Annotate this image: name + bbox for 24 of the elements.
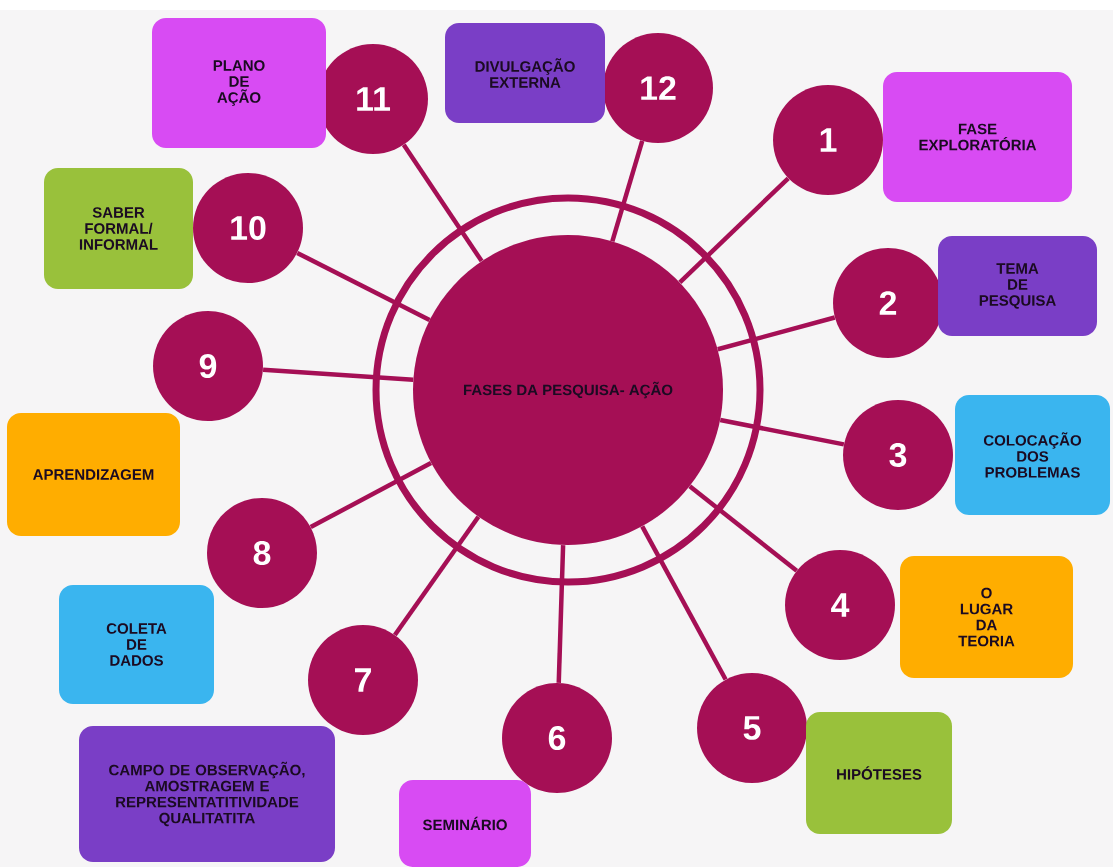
connector-line xyxy=(309,461,433,530)
connector-line xyxy=(401,143,484,263)
phase-box: FASE EXPLORATÓRIA xyxy=(883,72,1072,202)
phase-box: HIPÓTESES xyxy=(806,712,952,834)
phase-box: CAMPO DE OBSERVAÇÃO, AMOSTRAGEM E REPRESENTATITIVIDADE QUALITATITA xyxy=(79,726,335,862)
phase-box: TEMA DE PESQUISA xyxy=(938,236,1097,336)
connector-line xyxy=(262,367,414,382)
phase-box: DIVULGAÇÃO EXTERNA xyxy=(445,23,605,123)
connector-line xyxy=(688,484,799,573)
phase-box: O LUGAR DA TEORIA xyxy=(900,556,1073,678)
phase-box: COLOCAÇÃO DOS PROBLEMAS xyxy=(955,395,1110,515)
connector-line xyxy=(610,140,645,242)
connector-line xyxy=(678,176,790,285)
connector-line xyxy=(717,315,836,352)
connector-line xyxy=(393,515,481,637)
connector-line xyxy=(556,545,566,683)
connector-line xyxy=(640,525,728,681)
phase-box: SEMINÁRIO xyxy=(399,780,531,867)
phase-box: APRENDIZAGEM xyxy=(7,413,180,536)
phase-box: COLETA DE DADOS xyxy=(59,585,214,704)
connector-line xyxy=(719,417,845,447)
connector-line xyxy=(296,250,431,322)
phase-box: PLANO DE AÇÃO xyxy=(152,18,326,148)
phase-box: SABER FORMAL/ INFORMAL xyxy=(44,168,193,289)
